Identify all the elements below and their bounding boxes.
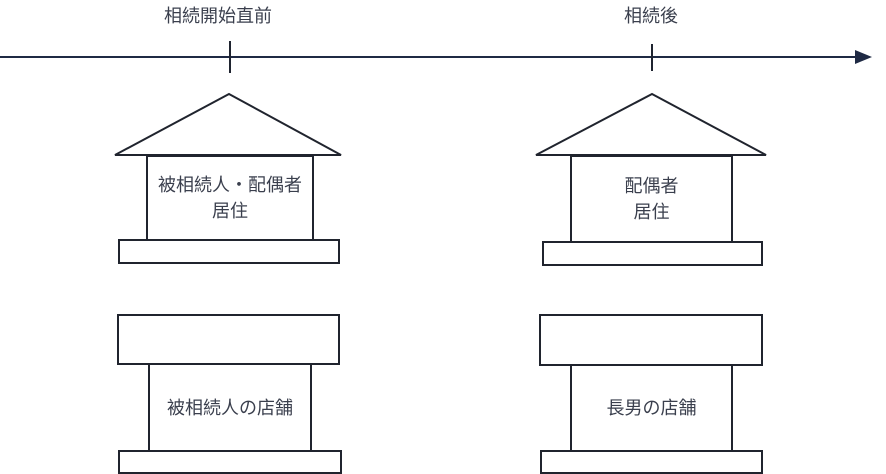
house-roof-icon: [535, 92, 767, 156]
store-base-before: [118, 450, 342, 474]
timeline-axis: [0, 56, 856, 58]
store-label-before: 被相続人の店舗: [167, 397, 293, 418]
store-body-before: [148, 363, 312, 452]
house-label-after: 配偶者 居住: [624, 176, 679, 222]
store-label-after: 長男の店舗: [606, 398, 697, 418]
house-label-before: 被相続人・配偶者 居住: [158, 175, 302, 221]
timeline-label-before-inheritance: 相続開始直前: [164, 6, 272, 26]
house-roof-icon: [114, 92, 342, 156]
timeline-tick-before-inheritance: [229, 41, 231, 73]
house-body-before: [146, 155, 314, 241]
timeline-label-after-inheritance: 相続後: [624, 6, 678, 26]
arrow-right-icon: [855, 50, 872, 64]
house-base-before: [118, 239, 340, 264]
store-base-after: [540, 450, 763, 474]
store-roof-before: [117, 314, 340, 365]
store-body-after: [570, 364, 733, 452]
store-roof-after: [539, 314, 763, 366]
timeline-tick-after-inheritance: [651, 44, 653, 71]
house-base-after: [542, 241, 763, 266]
